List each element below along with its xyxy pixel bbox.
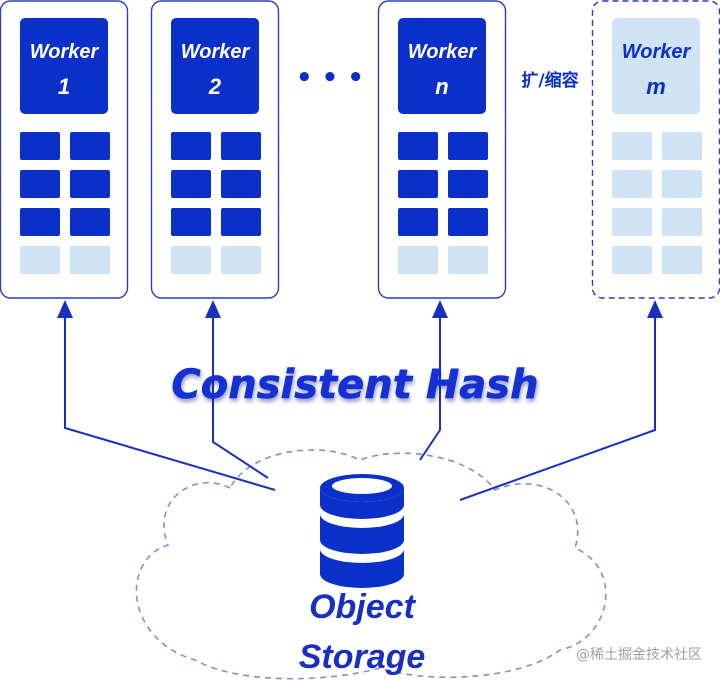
slot-empty <box>398 246 438 274</box>
slot-filled <box>20 132 60 160</box>
worker-header <box>398 18 486 114</box>
arrow-to-worker-n <box>419 300 448 461</box>
slot-filled <box>171 170 211 198</box>
slot-filled <box>20 170 60 198</box>
slot-filled <box>448 208 488 236</box>
slot-filled <box>20 208 60 236</box>
slot-empty <box>662 208 702 236</box>
consistent-hash-title: Consistent Hash <box>171 362 538 408</box>
slot-empty <box>612 170 652 198</box>
worker-id: n <box>435 74 448 99</box>
slot-empty <box>662 246 702 274</box>
slot-empty <box>612 208 652 236</box>
slot-filled <box>448 170 488 198</box>
slot-empty <box>662 132 702 160</box>
slot-filled <box>398 132 438 160</box>
arrow-to-worker-2 <box>205 300 269 479</box>
slot-filled <box>70 208 110 236</box>
worker-id: m <box>646 74 666 99</box>
worker-panel-n: Worker n <box>377 0 507 299</box>
worker-header <box>612 18 700 114</box>
arrow-to-worker-1 <box>57 300 276 491</box>
slot-empty <box>662 170 702 198</box>
arrow-to-worker-m <box>459 300 663 501</box>
scale-label: 扩/缩容 <box>521 70 578 91</box>
worker-panel-1: Worker 1 <box>0 0 129 299</box>
slot-empty <box>612 246 652 274</box>
slot-empty <box>448 246 488 274</box>
slot-filled <box>448 132 488 160</box>
hash-arrows <box>57 300 663 501</box>
storage-label-line1: Object <box>309 588 416 626</box>
storage-label-line2: Storage <box>299 638 426 676</box>
worker-panel-m: Worker m <box>591 0 720 299</box>
worker-id: 2 <box>208 74 222 99</box>
worker-name: Worker <box>408 41 478 63</box>
slot-empty <box>171 246 211 274</box>
slot-filled <box>221 208 261 236</box>
slot-filled <box>221 132 261 160</box>
database-icon <box>320 474 404 588</box>
slot-filled <box>398 208 438 236</box>
ellipsis: • • • <box>296 63 364 93</box>
worker-header <box>20 18 108 114</box>
slot-filled <box>171 132 211 160</box>
worker-panel-2: Worker 2 <box>150 0 280 299</box>
watermark: @稀土掘金技术社区 <box>576 647 702 663</box>
object-storage-cloud <box>135 449 607 680</box>
slot-filled <box>398 170 438 198</box>
slot-empty <box>20 246 60 274</box>
worker-name: Worker <box>622 41 692 63</box>
slot-filled <box>70 132 110 160</box>
worker-header <box>171 18 259 114</box>
slot-empty <box>221 246 261 274</box>
slot-empty <box>612 132 652 160</box>
slot-filled <box>171 208 211 236</box>
slot-filled <box>221 170 261 198</box>
slot-empty <box>70 246 110 274</box>
slot-filled <box>70 170 110 198</box>
worker-id: 1 <box>58 74 70 99</box>
worker-name: Worker <box>181 41 251 63</box>
worker-name: Worker <box>30 41 100 63</box>
